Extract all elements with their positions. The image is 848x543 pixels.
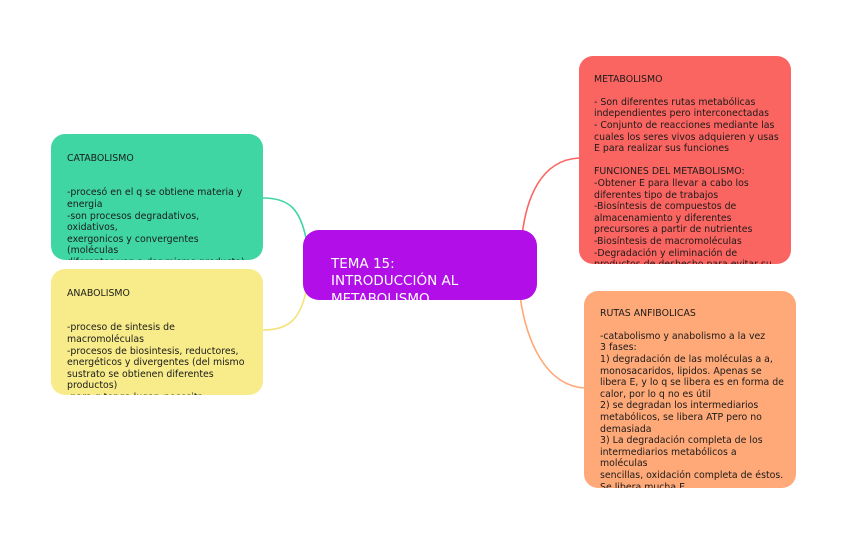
connector-catabolismo xyxy=(262,197,307,239)
connector-rutas xyxy=(519,295,585,389)
node-catabolismo-body: -procesó en el q se obtiene materia y en… xyxy=(67,187,245,260)
central-topic-text: TEMA 15: INTRODUCCIÓN AL METABOLISMO xyxy=(331,255,459,307)
node-metabolismo-title: METABOLISMO xyxy=(594,73,663,85)
node-rutas-title: RUTAS ANFIBOLICAS xyxy=(600,307,696,319)
central-topic[interactable]: TEMA 15: INTRODUCCIÓN AL METABOLISMO xyxy=(303,230,537,307)
connector-anabolismo xyxy=(262,291,307,331)
node-metabolismo[interactable]: METABOLISMO - Son diferentes rutas metab… xyxy=(579,56,791,264)
node-anabolismo[interactable]: ANABOLISMO -proceso de sintesis de macro… xyxy=(51,269,263,395)
node-rutas-anfibolicas[interactable]: RUTAS ANFIBOLICAS -catabolismo y anaboli… xyxy=(584,291,796,488)
node-catabolismo[interactable]: CATABOLISMO -procesó en el q se obtiene … xyxy=(51,134,263,260)
connector-metabolismo xyxy=(521,157,580,237)
node-anabolismo-title: ANABOLISMO xyxy=(67,287,130,299)
node-catabolismo-title: CATABOLISMO xyxy=(67,152,134,164)
node-rutas-body: -catabolismo y anabolismo a la vez 3 fas… xyxy=(600,330,784,488)
node-anabolismo-body: -proceso de sintesis de macromoléculas -… xyxy=(67,322,245,395)
node-metabolismo-body: - Son diferentes rutas metabólicas indep… xyxy=(594,96,779,264)
